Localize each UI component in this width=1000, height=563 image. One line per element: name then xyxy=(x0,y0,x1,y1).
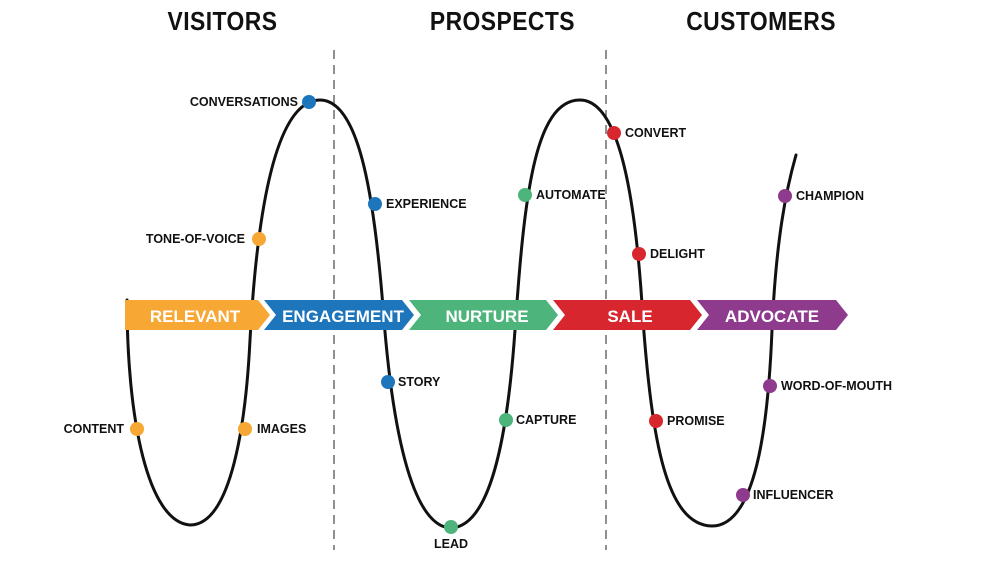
heading-prospects: PROSPECTS xyxy=(429,6,575,36)
heading-visitors: VISITORS xyxy=(167,6,278,36)
journey-curve xyxy=(125,98,798,530)
label-conversations: CONVERSATIONS xyxy=(190,95,298,109)
label-influencer: INFLUENCER xyxy=(753,488,834,502)
dot-automate xyxy=(518,188,532,202)
label-lead: LEAD xyxy=(434,537,468,551)
stage-sale-arrow xyxy=(553,300,702,330)
label-story: STORY xyxy=(398,375,441,389)
touchpoint-labels: CONVERSATIONS TONE-OF-VOICE CONTENT IMAG… xyxy=(64,95,893,551)
label-images: IMAGES xyxy=(257,422,306,436)
dot-delight xyxy=(632,247,646,261)
label-word-of-mouth: WORD-OF-MOUTH xyxy=(781,379,892,393)
stage-nurture-label: NURTURE xyxy=(445,307,528,326)
label-content: CONTENT xyxy=(64,422,125,436)
stage-relevant-arrow xyxy=(125,300,270,330)
stage-nurture-arrow xyxy=(409,300,558,330)
dot-content xyxy=(130,422,144,436)
stage-advocate-arrow xyxy=(697,300,848,330)
dot-story xyxy=(381,375,395,389)
label-experience: EXPERIENCE xyxy=(386,197,467,211)
label-automate: AUTOMATE xyxy=(536,188,606,202)
dot-images xyxy=(238,422,252,436)
stage-advocate-label: ADVOCATE xyxy=(725,307,819,326)
dot-promise xyxy=(649,414,663,428)
label-delight: DELIGHT xyxy=(650,247,705,261)
stage-engagement-arrow xyxy=(264,300,414,330)
stage-relevant-label: RELEVANT xyxy=(150,307,241,326)
dot-word-of-mouth xyxy=(763,379,777,393)
dot-convert xyxy=(607,126,621,140)
dot-capture xyxy=(499,413,513,427)
dot-champion xyxy=(778,189,792,203)
dot-conversations xyxy=(302,95,316,109)
label-promise: PROMISE xyxy=(667,414,725,428)
label-convert: CONVERT xyxy=(625,126,686,140)
stage-band: RELEVANT ENGAGEMENT NURTURE SALE ADVOCAT… xyxy=(125,300,848,330)
touchpoint-dots xyxy=(130,95,792,534)
dot-influencer xyxy=(736,488,750,502)
label-champion: CHAMPION xyxy=(796,189,864,203)
dot-tone-of-voice xyxy=(252,232,266,246)
stage-engagement-label: ENGAGEMENT xyxy=(282,307,404,326)
stage-sale-label: SALE xyxy=(607,307,652,326)
label-tone-of-voice: TONE-OF-VOICE xyxy=(146,232,245,246)
label-capture: CAPTURE xyxy=(516,413,576,427)
heading-customers: CUSTOMERS xyxy=(686,6,836,36)
dot-experience xyxy=(368,197,382,211)
dot-lead xyxy=(444,520,458,534)
